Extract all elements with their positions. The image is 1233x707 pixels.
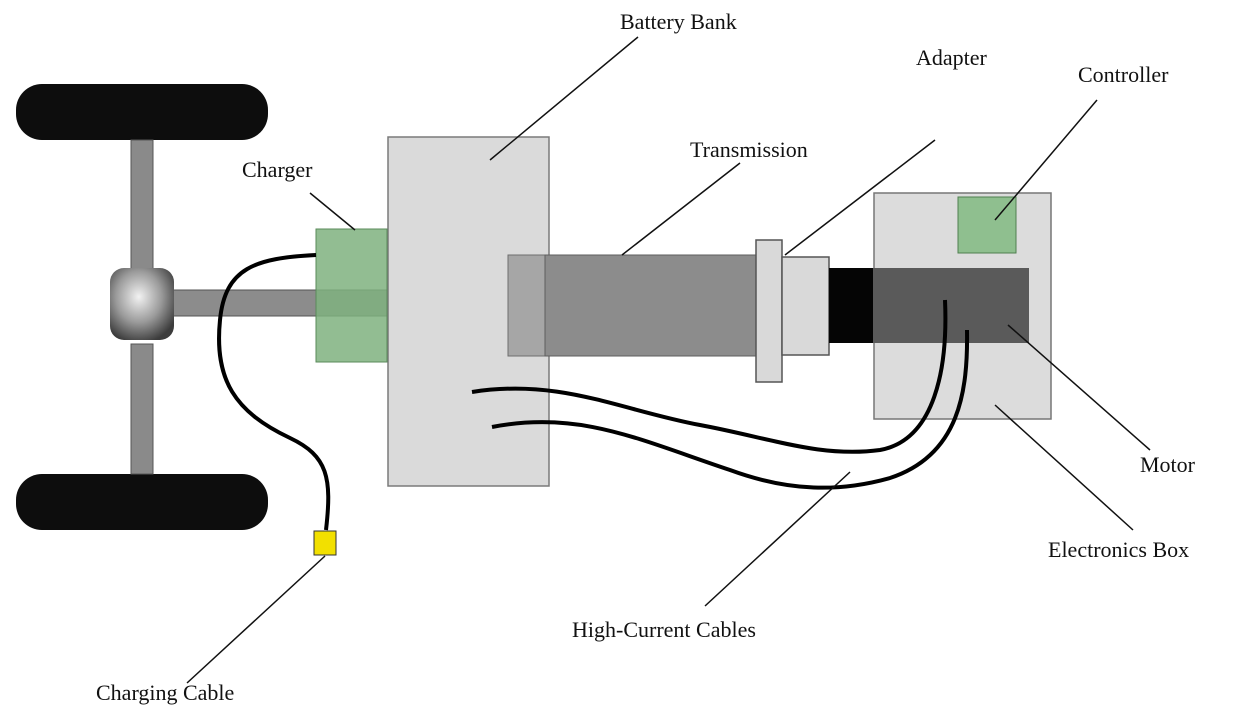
high-current-cable-2 — [491, 329, 970, 490]
high-current-cable-1 — [471, 299, 948, 454]
label-high-current-cables: High-Current Cables — [572, 617, 756, 642]
differential — [110, 268, 174, 340]
leader-charging-cable — [186, 555, 326, 684]
label-transmission: Transmission — [690, 137, 808, 162]
leader-high-current-cables — [704, 471, 851, 607]
label-motor: Motor — [1140, 452, 1196, 477]
leader-charger — [309, 192, 356, 231]
leader-transmission — [621, 162, 741, 256]
label-electronics-box: Electronics Box — [1048, 537, 1189, 562]
charging-plug — [313, 530, 337, 556]
leader-motor — [1007, 324, 1151, 451]
motor — [874, 268, 1029, 343]
top-wheel — [16, 84, 268, 140]
bottom-wheel — [16, 474, 268, 530]
coupler — [829, 268, 877, 343]
adapter — [781, 256, 830, 356]
adapter-flange — [755, 239, 783, 383]
label-controller: Controller — [1078, 62, 1169, 87]
transmission — [544, 254, 757, 357]
label-charger: Charger — [242, 157, 313, 182]
charger — [315, 228, 388, 363]
charging-cable — [217, 253, 331, 531]
leader-electronics-box — [994, 404, 1134, 531]
leader-controller — [994, 99, 1098, 221]
label-charging-cable: Charging Cable — [96, 680, 234, 705]
leader-adapter — [784, 139, 936, 256]
transmission-input — [507, 254, 546, 357]
axle-upper — [130, 139, 154, 273]
label-adapter: Adapter — [916, 45, 988, 70]
leader-battery-bank — [489, 36, 639, 161]
label-battery-bank: Battery Bank — [620, 9, 737, 34]
axle-lower — [130, 343, 154, 475]
